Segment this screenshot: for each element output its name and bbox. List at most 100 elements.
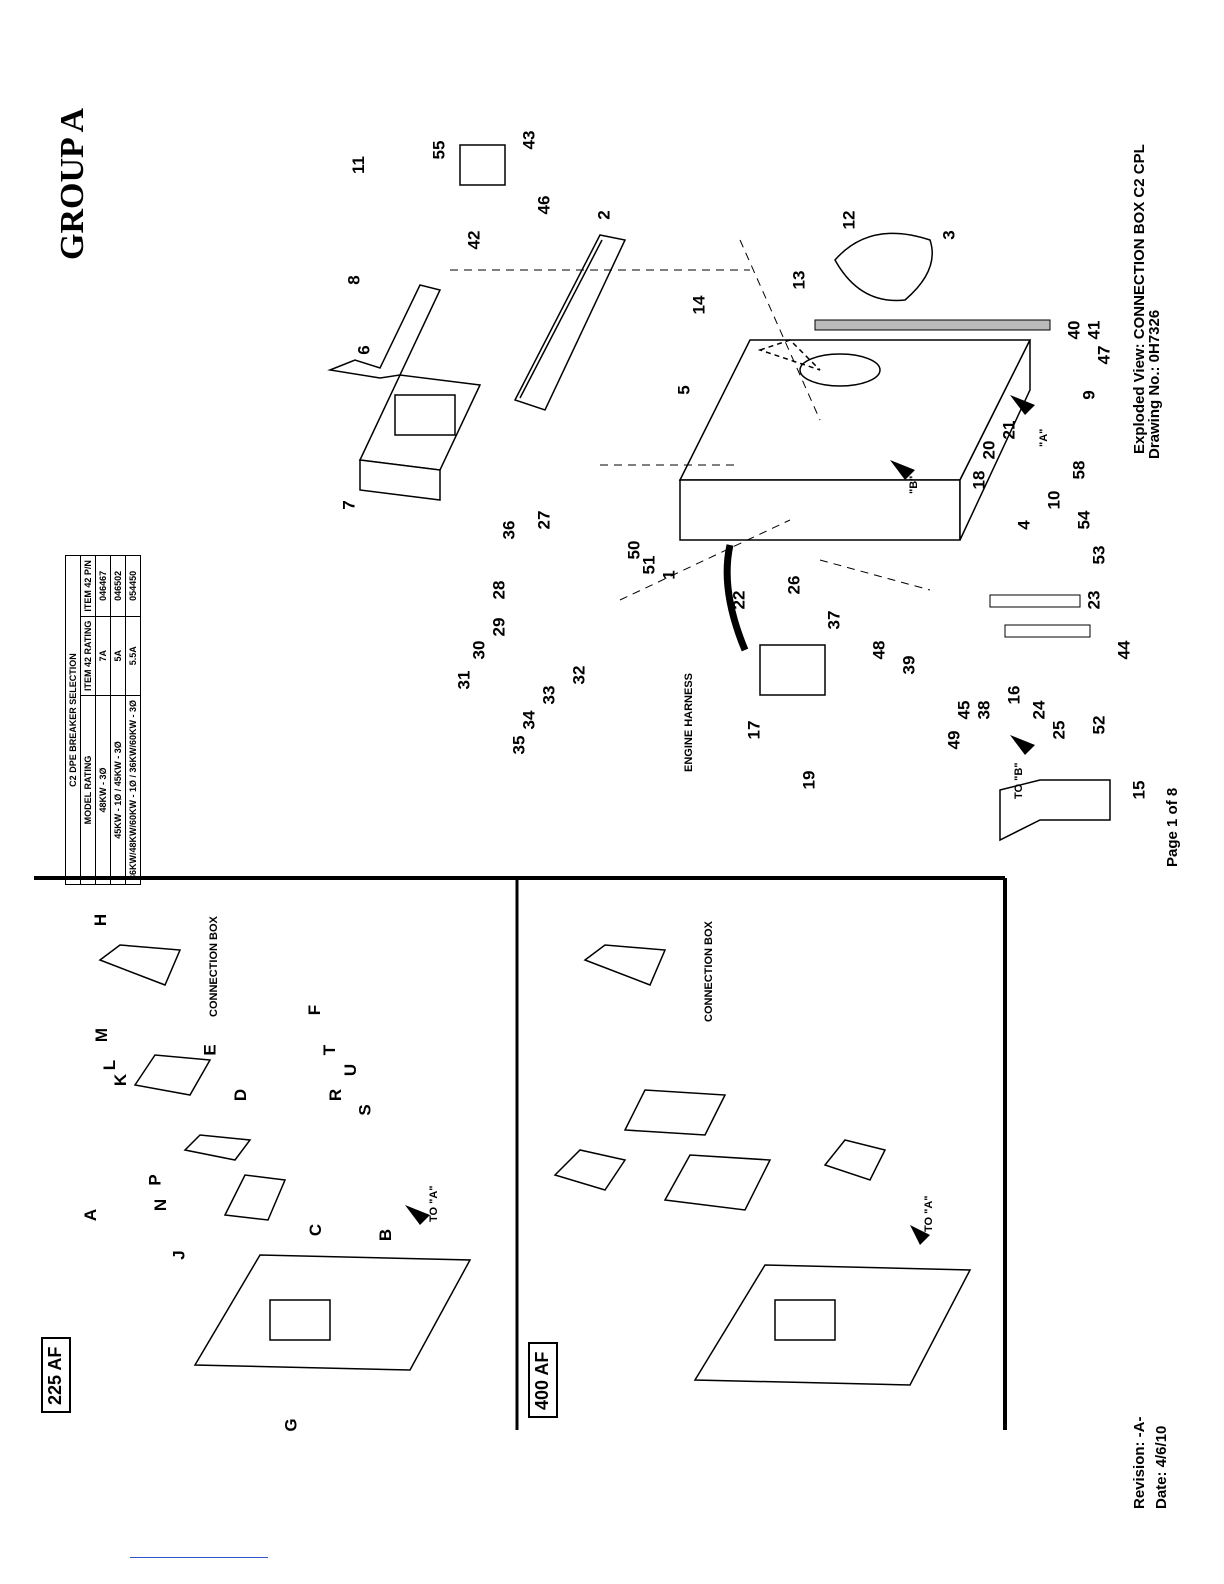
ref-b-label: "B" <box>908 475 920 494</box>
letter-callout-R: R <box>326 1088 346 1102</box>
callout-39: 39 <box>899 655 919 675</box>
callout-55: 55 <box>429 140 449 160</box>
letter-callout-C: C <box>306 1223 326 1237</box>
callout-34: 34 <box>519 710 539 730</box>
225af-panel-drawing <box>98 944 472 1371</box>
callout-37: 37 <box>824 610 844 630</box>
callout-47: 47 <box>1094 345 1114 365</box>
letter-callout-P: P <box>145 1174 165 1186</box>
callout-4: 4 <box>1014 520 1034 530</box>
callout-8: 8 <box>344 275 364 285</box>
letter-callout-E: E <box>200 1044 220 1056</box>
letter-callout-N: N <box>151 1198 171 1212</box>
letter-callout-D: D <box>231 1088 251 1102</box>
callout-7: 7 <box>339 500 359 510</box>
connection-box-label-225: CONNECTION BOX <box>208 916 220 1017</box>
callout-26: 26 <box>784 575 804 595</box>
callout-44: 44 <box>1114 640 1134 660</box>
letter-callout-M: M <box>92 1027 112 1043</box>
callout-38: 38 <box>974 700 994 720</box>
callout-30: 30 <box>469 640 489 660</box>
connection-box-label-400: CONNECTION BOX <box>703 921 715 1022</box>
callout-6: 6 <box>354 345 374 355</box>
group-title: GROUP A <box>54 107 91 260</box>
letter-callout-T: T <box>320 1044 340 1056</box>
callout-32: 32 <box>569 665 589 685</box>
callout-49: 49 <box>944 730 964 750</box>
letter-callout-F: F <box>305 1004 325 1016</box>
to-b-label: TO "B" <box>1013 762 1025 799</box>
callout-58: 58 <box>1069 460 1089 480</box>
table-header: MODEL RATING <box>80 695 96 885</box>
callout-10: 10 <box>1044 490 1064 510</box>
callout-41: 41 <box>1084 320 1104 340</box>
callout-15: 15 <box>1129 780 1149 800</box>
callout-27: 27 <box>534 510 554 530</box>
page-number: Page 1 of 8 <box>1164 787 1181 867</box>
callout-2: 2 <box>594 210 614 220</box>
revision-date: Date: 4/6/10 <box>1153 1425 1170 1509</box>
connection-box-drawing <box>678 339 1032 541</box>
callout-33: 33 <box>539 685 559 705</box>
selection-table: C2 DPE BREAKER SELECTION MODEL RATING IT… <box>65 555 141 885</box>
engine-harness-label: ENGINE HARNESS <box>683 672 695 772</box>
ref-a-label: "A" <box>1038 428 1050 447</box>
callout-3: 3 <box>939 230 959 240</box>
revision: Revision: -A- <box>1131 1416 1148 1509</box>
callout-13: 13 <box>789 270 809 290</box>
letter-callout-U: U <box>341 1063 361 1077</box>
callout-9: 9 <box>1079 390 1099 400</box>
callout-24: 24 <box>1029 700 1049 720</box>
callout-5: 5 <box>674 385 694 395</box>
callout-12: 12 <box>839 210 859 230</box>
drawing-number: Drawing No.: 0H7326 <box>1146 309 1163 459</box>
callout-52: 52 <box>1089 715 1109 735</box>
callout-21: 21 <box>999 420 1019 440</box>
callout-36: 36 <box>499 520 519 540</box>
table-row: 45KW - 1Ø / 45KW - 3Ø 5A 046502 <box>110 555 126 885</box>
callout-11: 11 <box>348 156 368 174</box>
table-row: 36KW/48KW/60KW - 1Ø / 36KW/60KW - 3Ø 5.5… <box>125 555 141 885</box>
callout-20: 20 <box>979 440 999 460</box>
callout-42: 42 <box>464 230 484 250</box>
footer-link-underline <box>130 1557 268 1558</box>
callout-35: 35 <box>509 735 529 755</box>
letter-callout-B: B <box>376 1228 396 1242</box>
callout-54: 54 <box>1074 510 1094 530</box>
400af-panel-drawing <box>553 944 972 1386</box>
table-title: C2 DPE BREAKER SELECTION <box>65 555 81 885</box>
callout-25: 25 <box>1049 720 1069 740</box>
callout-19: 19 <box>799 770 819 790</box>
callout-53: 53 <box>1089 545 1109 565</box>
callout-29: 29 <box>489 617 509 637</box>
callout-46: 46 <box>534 195 554 215</box>
callout-48: 48 <box>869 640 889 660</box>
letter-callout-H: H <box>91 913 111 927</box>
225af-label: 225 AF <box>41 1337 71 1413</box>
letter-callout-K: K <box>111 1073 131 1087</box>
callout-17: 17 <box>744 720 764 740</box>
callout-14: 14 <box>689 295 709 315</box>
letter-callout-A: A <box>81 1208 101 1222</box>
callout-45: 45 <box>954 700 974 720</box>
table-header: ITEM 42 P/N <box>80 555 96 617</box>
letter-callout-S: S <box>355 1104 375 1116</box>
letter-callout-L: L <box>100 1059 120 1071</box>
to-a-label-400: TO "A" <box>923 1195 935 1232</box>
letter-callout-J: J <box>169 1250 189 1260</box>
callout-18: 18 <box>969 470 989 490</box>
callout-16: 16 <box>1004 685 1024 705</box>
to-a-label-225: TO "A" <box>428 1185 440 1222</box>
letter-callout-G: G <box>281 1418 301 1432</box>
callout-31: 31 <box>454 670 474 690</box>
callout-51: 51 <box>639 555 659 575</box>
controller-drawing <box>358 374 482 501</box>
callout-1: 1 <box>659 570 679 580</box>
breaker-selection-table: C2 DPE BREAKER SELECTION MODEL RATING IT… <box>65 555 185 885</box>
callout-22: 22 <box>729 590 749 610</box>
callout-28: 28 <box>489 580 509 600</box>
callout-40: 40 <box>1064 320 1084 340</box>
callout-23: 23 <box>1084 590 1104 610</box>
callout-43: 43 <box>519 130 539 150</box>
